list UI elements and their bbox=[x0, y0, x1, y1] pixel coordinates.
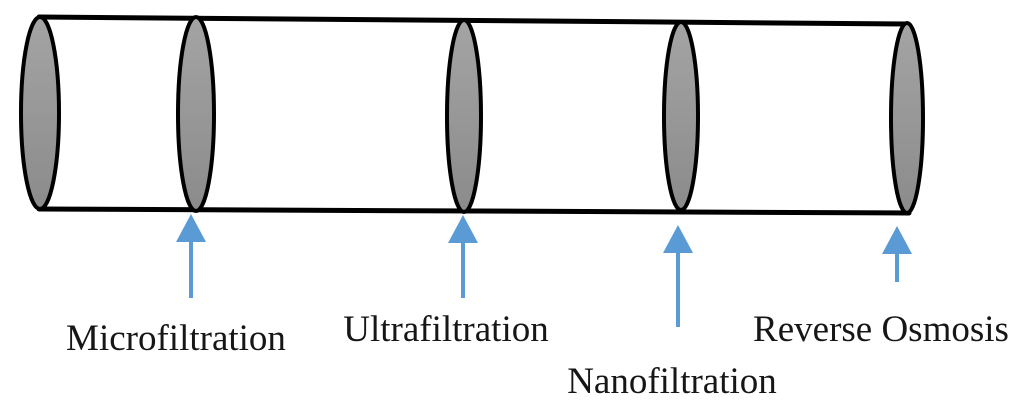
nanofiltration-up-arrow-icon bbox=[663, 225, 693, 327]
membrane-disc-ultrafiltration bbox=[445, 18, 483, 214]
stage-label-reverse-osmosis: Reverse Osmosis bbox=[753, 309, 1009, 350]
arrow-head bbox=[882, 226, 912, 254]
cylinder-left-cap bbox=[19, 15, 61, 211]
cylinder-bottom-edge bbox=[36, 206, 912, 216]
cylinder-top-edge bbox=[36, 14, 911, 27]
arrow-head bbox=[448, 215, 478, 243]
cylinder-right-cap bbox=[889, 21, 925, 215]
stage-label-ultrafiltration: Ultrafiltration bbox=[343, 309, 549, 350]
reverse-osmosis-up-arrow-icon bbox=[882, 226, 912, 282]
membrane-disc-microfiltration bbox=[176, 15, 216, 213]
ultrafiltration-up-arrow-icon bbox=[448, 215, 478, 298]
arrow-head bbox=[663, 225, 693, 253]
microfiltration-up-arrow-icon bbox=[176, 214, 206, 298]
stage-label-microfiltration: Microfiltration bbox=[66, 318, 286, 359]
membrane-disc-nanofiltration bbox=[662, 20, 700, 212]
stage-label-nanofiltration: Nanofiltration bbox=[567, 361, 777, 402]
arrow-head bbox=[176, 214, 206, 242]
